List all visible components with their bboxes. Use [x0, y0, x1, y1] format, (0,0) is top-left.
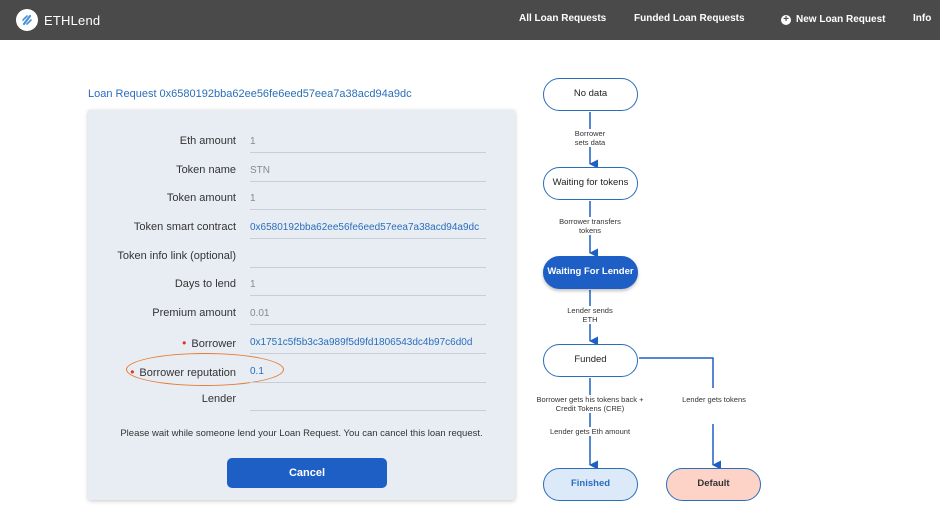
form-row-token-info-link: Token info link (optional)	[88, 247, 515, 268]
flow-label-line: ETH	[582, 315, 598, 324]
flow-label-lender-gets-eth: Lender gets Eth amount	[535, 427, 645, 436]
ethlend-logo-icon	[16, 9, 38, 31]
flow-label-line: Borrower transfers	[559, 217, 621, 226]
lender-field[interactable]	[250, 392, 486, 411]
days-to-lend-field[interactable]: 1	[250, 277, 486, 296]
form-row-eth-amount: Eth amount 1	[88, 132, 515, 153]
flow-label-lender-gets-tokens: Lender gets tokens	[672, 395, 756, 404]
required-dot-icon: •	[182, 336, 187, 350]
brand-logo-link[interactable]: ETHLend	[16, 8, 100, 32]
flow-label-line: sets data	[574, 138, 606, 147]
flow-node-waiting-for-tokens: Waiting for tokens	[543, 167, 638, 200]
reputation-highlight-oval	[126, 353, 284, 386]
field-label: Lender	[201, 393, 236, 405]
field-label: Eth amount	[179, 135, 236, 147]
form-row-borrower: • Borrower 0x1751c5f5b3c3a989f5d9fd180654…	[88, 333, 515, 354]
flow-label-borrower-transfers-tokens: Borrower transfers tokens	[545, 217, 635, 235]
borrower-reputation-field[interactable]: 0.1	[250, 364, 486, 383]
token-name-field[interactable]: STN	[250, 163, 486, 182]
wait-message: Please wait while someone lend your Loan…	[120, 428, 483, 439]
field-label: Borrower reputation	[139, 367, 236, 379]
plus-circle-icon: +	[781, 15, 791, 25]
nav-all-loan-requests[interactable]: All Loan Requests	[519, 13, 607, 24]
nav-info[interactable]: Info	[913, 13, 932, 24]
brand-name: ETHLend	[44, 12, 101, 28]
cancel-button[interactable]: Cancel	[227, 458, 387, 488]
field-label: Token amount	[166, 192, 236, 204]
field-label-required: • Borrower reputation	[130, 365, 236, 379]
arrow-funded-to-default	[639, 357, 714, 388]
flow-label-line: Borrower gets his tokens back +	[536, 395, 644, 404]
nav-new-loan-request-label: New Loan Request	[796, 14, 886, 25]
flow-label-borrower-gets-tokens-back: Borrower gets his tokens back + Credit T…	[527, 395, 653, 413]
flow-node-waiting-for-lender: Waiting For Lender	[543, 256, 638, 289]
form-row-token-name: Token name STN	[88, 161, 515, 182]
token-info-link-field[interactable]	[250, 249, 486, 268]
form-row-days-to-lend: Days to lend 1	[88, 275, 515, 296]
nav-funded-loan-requests[interactable]: Funded Loan Requests	[634, 13, 745, 24]
field-label: Token smart contract	[133, 221, 236, 233]
flow-label-lender-sends-eth: Lender sends ETH	[555, 306, 625, 324]
eth-amount-field[interactable]: 1	[250, 134, 486, 153]
field-label: Token name	[176, 164, 236, 176]
token-amount-field[interactable]: 1	[250, 191, 486, 210]
form-row-borrower-reputation: • Borrower reputation 0.1	[88, 362, 515, 383]
flow-node-default: Default	[666, 468, 761, 501]
form-row-premium-amount: Premium amount 0.01	[88, 304, 515, 325]
flow-label-borrower-sets-data: Borrower sets data	[560, 129, 620, 147]
flow-label-line: Credit Tokens (CRE)	[555, 404, 625, 413]
flow-node-no-data: No data	[543, 78, 638, 111]
loan-request-title: Loan Request 0x6580192bba62ee56fe6eed57e…	[88, 88, 412, 100]
borrower-address-field[interactable]: 0x1751c5f5b3c3a989f5d9fd1806543dc4b97c6d…	[250, 335, 486, 354]
field-label: Borrower	[191, 338, 236, 350]
top-navbar: ETHLend All Loan Requests Funded Loan Re…	[0, 0, 940, 40]
form-row-token-smart-contract: Token smart contract 0x6580192bba62ee56f…	[88, 218, 515, 239]
flow-node-finished: Finished	[543, 468, 638, 501]
field-label: Days to lend	[174, 278, 236, 290]
form-row-lender: Lender	[88, 390, 515, 411]
flow-label-line: Borrower	[574, 129, 606, 138]
field-label-required: • Borrower	[182, 336, 236, 350]
form-row-token-amount: Token amount 1	[88, 189, 515, 210]
required-dot-icon: •	[130, 365, 135, 379]
flow-label-line: Lender sends	[567, 306, 613, 315]
loan-request-card: Eth amount 1 Token name STN Token amount…	[88, 110, 515, 500]
flow-node-funded: Funded	[543, 344, 638, 377]
token-smart-contract-field[interactable]: 0x6580192bba62ee56fe6eed57eea7a38acd94a9…	[250, 220, 486, 239]
field-label: Premium amount	[152, 307, 236, 319]
nav-new-loan-request[interactable]: + New Loan Request	[781, 0, 885, 40]
field-label: Token info link (optional)	[117, 250, 236, 262]
flow-label-line: tokens	[578, 226, 602, 235]
premium-amount-field[interactable]: 0.01	[250, 306, 486, 325]
